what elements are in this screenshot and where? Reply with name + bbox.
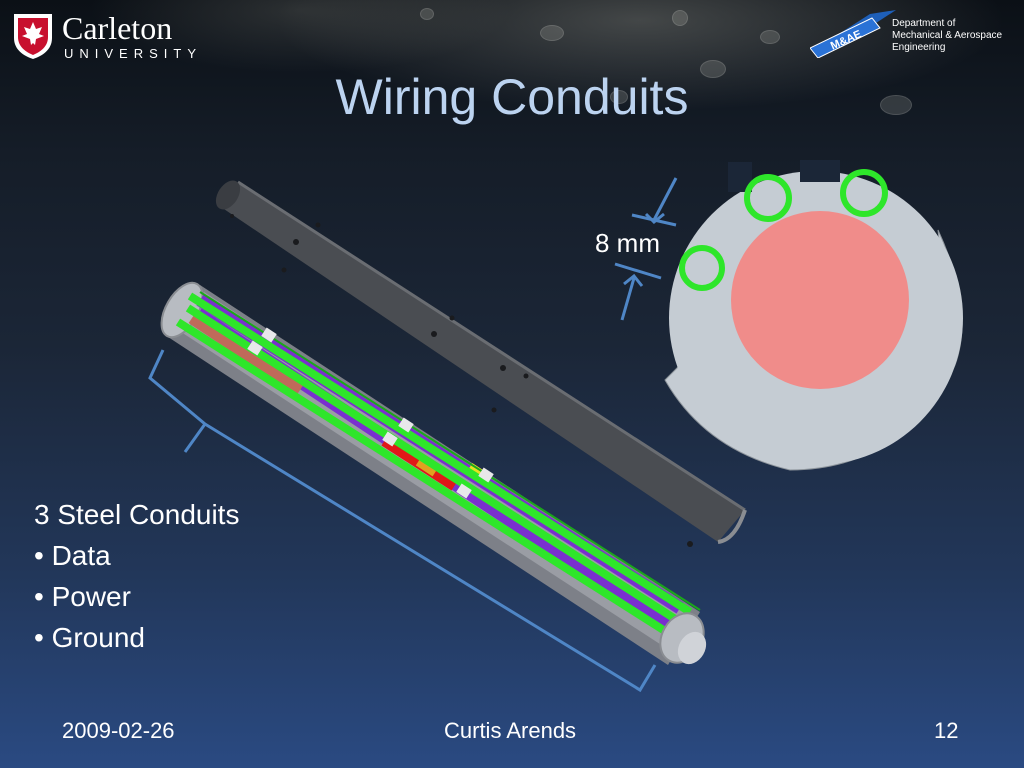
department-line-2: Mechanical & Aerospace bbox=[892, 30, 1003, 41]
dimension-label: 8 mm bbox=[595, 228, 660, 258]
department-line-1: Department of bbox=[892, 18, 956, 29]
bullet-list: 3 Steel Conduits • Data • Power • Ground bbox=[34, 494, 239, 658]
department-name: Department of Mechanical & Aerospace Eng… bbox=[892, 18, 1002, 54]
mae-badge: M&AE bbox=[810, 10, 896, 58]
conduit-hole bbox=[840, 169, 888, 217]
carleton-logo: Carleton UNIVERSITY bbox=[12, 10, 202, 62]
conduit-data bbox=[187, 292, 693, 616]
conduit-ground bbox=[175, 318, 679, 642]
conduit-hole bbox=[744, 174, 792, 222]
mae-logo: M&AE Department of Mechanical & Aerospac… bbox=[810, 6, 1020, 64]
footer-date: 2009-02-26 bbox=[62, 718, 175, 743]
department-line-3: Engineering bbox=[892, 42, 946, 53]
bullet-item-ground: • Ground bbox=[34, 622, 145, 653]
university-subtitle: UNIVERSITY bbox=[64, 46, 203, 61]
bracket bbox=[148, 349, 657, 693]
university-name: Carleton bbox=[62, 10, 173, 46]
cross-section bbox=[664, 160, 963, 471]
dimension-arrows bbox=[614, 177, 678, 321]
conduit-shell bbox=[215, 180, 747, 547]
page-number: 12 bbox=[934, 718, 959, 743]
slide-title: Wiring Conduits bbox=[335, 69, 689, 125]
core bbox=[731, 211, 909, 389]
conduit-power bbox=[185, 304, 686, 628]
shield-icon bbox=[14, 14, 52, 59]
bullet-item-power: • Power bbox=[34, 581, 131, 612]
conduit-assembly bbox=[160, 281, 707, 665]
bullet-heading: 3 Steel Conduits bbox=[34, 499, 240, 530]
footer-author: Curtis Arends bbox=[444, 718, 577, 743]
conduit-hole bbox=[679, 245, 725, 291]
bullet-item-data: • Data bbox=[34, 540, 111, 571]
